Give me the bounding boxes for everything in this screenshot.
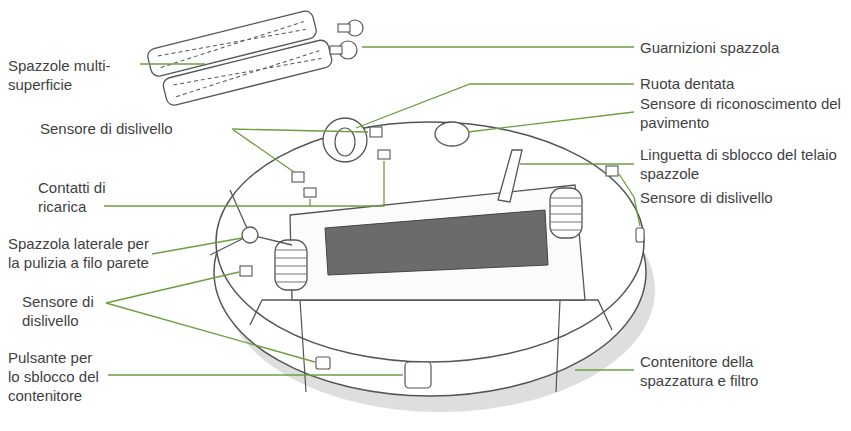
- right-wheel: [550, 188, 582, 238]
- part-label: Guarnizioni spazzola: [640, 38, 845, 57]
- part-label: Contatti di ricarica: [38, 178, 138, 216]
- release-tab: [498, 150, 522, 202]
- side-brush: [210, 190, 292, 255]
- cliff-sensor: [370, 127, 382, 137]
- brush-rollers: [146, 8, 333, 109]
- brush-cage: [290, 185, 585, 300]
- cliff-sensor: [316, 357, 330, 369]
- part-label: Spazzola laterale per la pulizia a filo …: [8, 234, 154, 272]
- cliff-sensor: [292, 172, 304, 182]
- brush-caps: [330, 20, 363, 59]
- part-label: Contenitore della spazzatura e filtro: [640, 352, 805, 390]
- part-label: Sensore di riconoscimento del pavimento: [640, 94, 845, 132]
- bin-front: [300, 300, 560, 392]
- part-label: Pulsante per lo sblocco del contenitore: [8, 348, 108, 405]
- floor-sensor: [435, 122, 469, 146]
- part-label: Linguetta di sblocco del telaio spazzole: [640, 145, 845, 183]
- bin-release-button: [405, 362, 431, 388]
- part-label: Spazzole multi-superficie: [8, 56, 138, 94]
- cliff-sensor: [636, 228, 644, 242]
- bin-outline: [250, 300, 612, 330]
- part-label: Sensore di dislivello: [640, 188, 845, 207]
- charging-contact: [378, 150, 390, 159]
- part-label: Ruota dentata: [640, 74, 845, 93]
- left-wheel: [275, 240, 307, 290]
- leader-lines: [104, 47, 640, 375]
- caster-wheel: [323, 118, 367, 162]
- cliff-sensor: [240, 266, 252, 276]
- part-label: Sensore di dislivello: [22, 292, 122, 330]
- brush-channel: [325, 210, 548, 275]
- part-label: Sensore di dislivello: [40, 119, 230, 138]
- cliff-sensor: [606, 166, 618, 176]
- charging-contact: [304, 188, 316, 197]
